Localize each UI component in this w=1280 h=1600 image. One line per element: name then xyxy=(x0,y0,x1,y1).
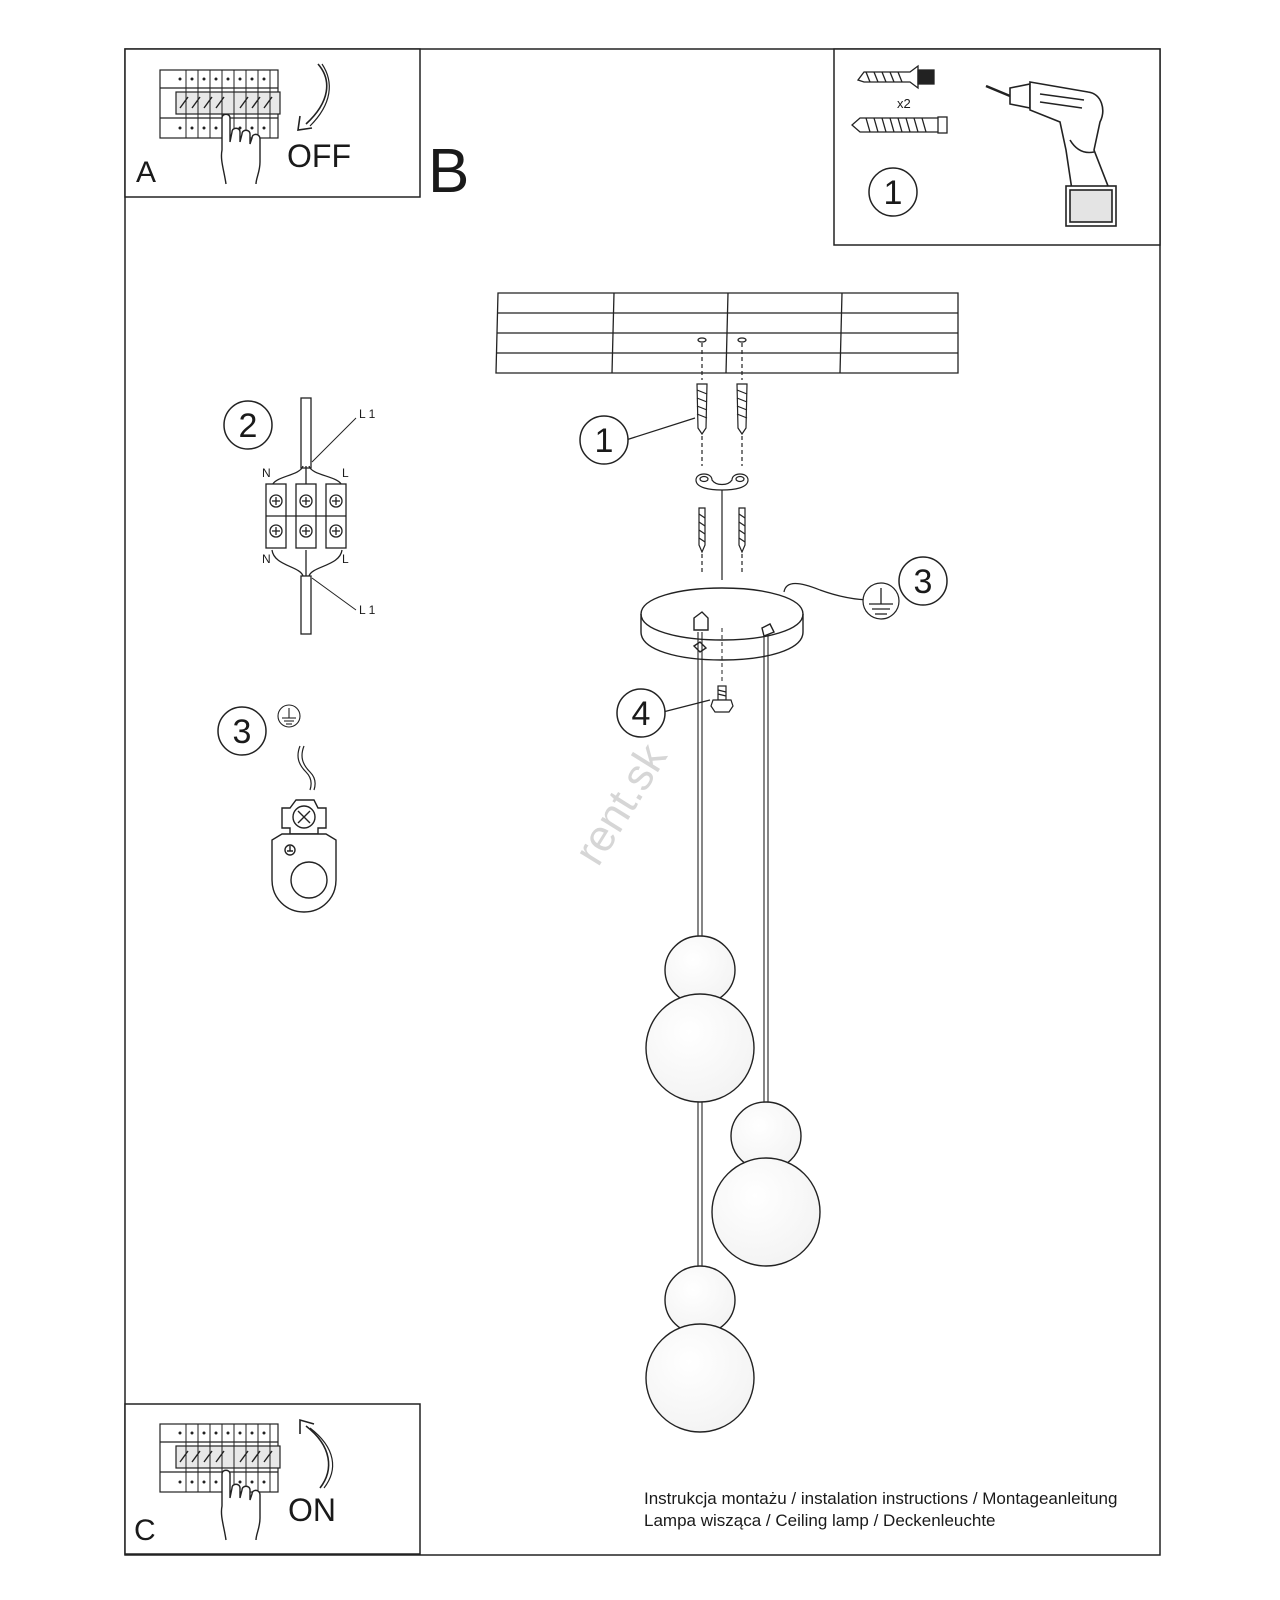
hand-icon xyxy=(220,1469,261,1541)
l1-bottom-label: L 1 xyxy=(359,603,376,617)
switch-off-label: OFF xyxy=(287,138,351,174)
callout-3-detail-number: 3 xyxy=(233,713,252,751)
wall-plug-icon xyxy=(696,383,708,436)
breaker-panel-icon xyxy=(159,69,281,139)
pendant-globe xyxy=(711,1101,821,1267)
hand-icon xyxy=(220,113,261,185)
ground-detail: 3 xyxy=(217,704,337,913)
callout-3-badge xyxy=(898,556,948,606)
tools-panel: x2 1 xyxy=(833,48,1161,246)
mounting-hardware xyxy=(695,343,749,580)
wall-plug-icon xyxy=(856,64,935,90)
n-top-label: N xyxy=(262,466,271,480)
page-frame xyxy=(124,48,1161,1556)
callout-1-number: 1 xyxy=(595,422,614,460)
callout-3-number: 3 xyxy=(914,563,933,601)
screw-icon xyxy=(698,507,706,554)
callout-4-number: 4 xyxy=(632,695,651,733)
panel-c: ON C xyxy=(124,1403,421,1555)
step-1-badge xyxy=(868,167,918,217)
ground-clamp-icon xyxy=(271,799,337,913)
pendant-cords xyxy=(697,632,769,1268)
screw-icon xyxy=(738,507,746,554)
l-top-label: L xyxy=(342,466,349,480)
switch-on-label: ON xyxy=(288,1492,336,1528)
caption-line-1: Instrukcja montażu / instalation instruc… xyxy=(644,1489,1118,1508)
callout-4-badge xyxy=(616,688,666,738)
caption-block: Instrukcja montażu / instalation instruc… xyxy=(644,1488,1117,1532)
wall-plug-icon xyxy=(736,383,748,436)
panel-a: OFF A xyxy=(124,48,421,198)
ceiling-canopy xyxy=(640,587,804,661)
panel-a-letter: A xyxy=(136,156,156,189)
n-bottom-label: N xyxy=(262,552,271,566)
callout-1-badge xyxy=(579,415,629,465)
drill-icon xyxy=(985,81,1117,227)
terminal-block-icon xyxy=(265,483,347,549)
screw-icon xyxy=(710,685,734,713)
rotate-arrow-icon xyxy=(299,1418,330,1489)
caption-line-2: Lampa wisząca / Ceiling lamp / Deckenleu… xyxy=(644,1511,996,1530)
l1-top-label: L 1 xyxy=(359,407,376,421)
step-1-number: 1 xyxy=(884,174,903,212)
pendant-globe xyxy=(645,935,755,1103)
ceiling-slab xyxy=(495,292,959,374)
callout-2-badge xyxy=(223,400,273,450)
callout-2-number: 2 xyxy=(239,407,258,445)
callout-3-detail-badge xyxy=(217,706,267,756)
panel-c-letter: C xyxy=(134,1514,156,1547)
wiring-detail: 2 L 1 L 1 N L N L xyxy=(223,397,376,635)
rotate-arrow-icon xyxy=(297,63,328,131)
watermark: rent.sk xyxy=(565,735,677,874)
pendant-globe xyxy=(645,1265,755,1433)
quantity-label: x2 xyxy=(897,96,911,111)
l-bottom-label: L xyxy=(342,552,349,566)
mounting-bracket xyxy=(695,473,749,491)
panel-b-letter: B xyxy=(428,137,469,206)
screw-icon xyxy=(851,116,948,134)
